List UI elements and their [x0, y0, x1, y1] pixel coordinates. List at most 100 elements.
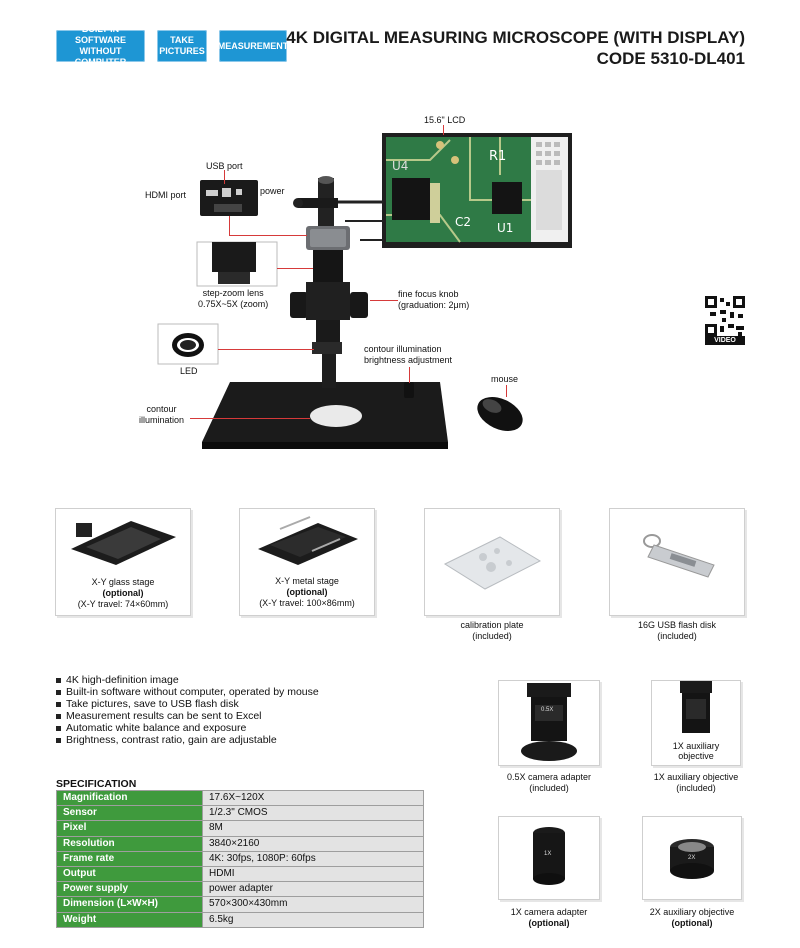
spec-key: Frame rate — [56, 850, 203, 867]
05x-camera-adapter-image — [521, 683, 577, 761]
caption-1x-camera-adapter: 1X camera adapter (optional) — [510, 907, 588, 928]
camera-box-inset — [200, 180, 258, 216]
usb-flash-disk-image — [643, 534, 715, 578]
1x-objective-label: 1X auxiliary objective — [672, 741, 720, 761]
card-2x-auxiliary-objective: 2X — [642, 816, 742, 900]
xy-glass-stage-image — [71, 521, 176, 565]
page-title: 4K DIGITAL MEASURING MICROSCOPE (WITH DI… — [286, 28, 745, 68]
microscope-illustration: U4 R1 C2 U1 — [157, 133, 745, 449]
feature-item: Automatic white balance and exposure — [56, 722, 319, 734]
spec-value: 17.6X~120X — [202, 789, 424, 807]
label-power: power — [260, 186, 285, 196]
callout-line-mouse — [506, 385, 507, 397]
mouse-illustration — [477, 397, 523, 431]
caption-usb-flash-disk: 16G USB flash disk (included) — [637, 620, 717, 641]
caption-05x-camera-adapter: 0.5X camera adapter (included) — [506, 772, 592, 793]
label-lcd: 15.6" LCD — [424, 115, 466, 125]
caption-xy-glass-stage: X-Y glass stage (optional) (X-Y travel: … — [77, 577, 169, 609]
label-contour-brightness: contour illumination brightness adjustme… — [364, 344, 453, 365]
caption-xy-metal-stage: X-Y metal stage (optional) (X-Y travel: … — [259, 576, 355, 608]
pcb-mark-u1: U1 — [497, 221, 513, 235]
1x-auxiliary-objective-image — [680, 681, 712, 733]
spec-value: 4K: 30fps, 1080P: 60fps — [202, 850, 424, 867]
callout-line-led — [218, 349, 314, 350]
step-zoom-lens-inset — [212, 242, 256, 284]
spec-value: 570×300×430mm — [202, 896, 424, 913]
spec-value: 6.5kg — [202, 911, 424, 928]
card-1x-auxiliary-objective: 1X auxiliary objective — [651, 680, 741, 766]
label-video: VIDEO — [714, 337, 736, 344]
lcd-monitor: U4 R1 C2 U1 — [302, 133, 572, 248]
1x-camera-adapter-image — [533, 827, 565, 885]
card-05x-camera-adapter: 0.5X — [498, 680, 600, 766]
spec-key: Dimension (L×W×H) — [56, 896, 203, 913]
label-fine-focus: fine focus knob (graduation: 2μm) — [398, 289, 470, 310]
callout-line-zoom — [277, 268, 313, 269]
label-contour-illumination: contour illumination — [139, 404, 185, 425]
card-xy-glass-stage — [55, 508, 191, 616]
microscope-stand — [202, 176, 448, 449]
callout-line-brightness — [409, 367, 410, 383]
callout-line-camera-h — [229, 235, 307, 236]
spec-title: SPECIFICATION — [56, 778, 137, 790]
badge-take-pictures: TAKE PICTURES — [157, 30, 207, 62]
label-hdmi-port: HDMI port — [145, 190, 187, 200]
spec-value: power adapter — [202, 881, 424, 898]
label-step-zoom: step-zoom lens 0.75X~5X (zoom) — [198, 288, 269, 309]
caption-2x-auxiliary-objective: 2X auxiliary objective (optional) — [649, 907, 735, 928]
2x-objective-mark: 2X — [688, 855, 696, 861]
spec-key: Power supply — [56, 881, 203, 898]
pcb-mark-u4: U4 — [392, 159, 408, 173]
spec-value: 8M — [202, 820, 424, 837]
pcb-mark-r1: R1 — [489, 149, 506, 164]
spec-key: Weight — [56, 911, 203, 928]
pcb-mark-c2: C2 — [455, 215, 471, 229]
spec-key: Sensor — [56, 805, 203, 822]
feature-list: 4K high-definition image Built-in softwa… — [56, 674, 319, 746]
card-xy-metal-stage — [239, 508, 375, 616]
label-usb-port: USB port — [206, 161, 243, 171]
badge-measurement: MEASUREMENT — [218, 30, 288, 62]
table-row: Dimension (L×W×H)570×300×430mm — [56, 896, 424, 913]
callout-line-focus — [370, 300, 398, 301]
spec-key: Resolution — [56, 835, 203, 852]
05x-adapter-mark: 0.5X — [541, 707, 554, 713]
led-ring-inset — [172, 333, 204, 357]
feature-item: Measurement results can be sent to Excel — [56, 710, 319, 722]
spec-value: HDMI — [202, 865, 424, 883]
caption-1x-auxiliary-objective: 1X auxiliary objective (included) — [653, 772, 739, 793]
badge-builtin-software: BUILT-IN SOFTWARE WITHOUT COMPUTER — [56, 24, 145, 67]
calibration-plate-image — [443, 536, 542, 590]
feature-item: Built-in software without computer, oper… — [56, 686, 319, 698]
feature-item: Take pictures, save to USB flash disk — [56, 698, 319, 710]
callout-line-camera — [229, 216, 230, 235]
feature-item: 4K high-definition image — [56, 674, 319, 686]
spec-value: 3840×2160 — [202, 835, 424, 852]
1x-adapter-mark: 1X — [544, 851, 552, 857]
caption-calibration-plate: calibration plate (included) — [460, 620, 524, 641]
callout-line-usb — [224, 170, 225, 184]
feature-item: Brightness, contrast ratio, gain are adj… — [56, 734, 319, 746]
spec-key: Output — [56, 865, 203, 883]
card-calibration-plate — [424, 508, 560, 616]
spec-key: Pixel — [56, 820, 203, 837]
2x-auxiliary-objective-image — [670, 839, 714, 879]
card-1x-camera-adapter: 1X — [498, 816, 600, 900]
spec-value: 1/2.3" CMOS — [202, 805, 424, 822]
label-mouse: mouse — [491, 374, 519, 384]
card-usb-flash-disk — [609, 508, 745, 616]
callout-line-contour — [190, 418, 310, 419]
callout-line-lcd — [443, 125, 444, 135]
label-led: LED — [180, 366, 198, 376]
spec-key: Magnification — [56, 789, 203, 807]
xy-metal-stage-image — [258, 516, 358, 565]
